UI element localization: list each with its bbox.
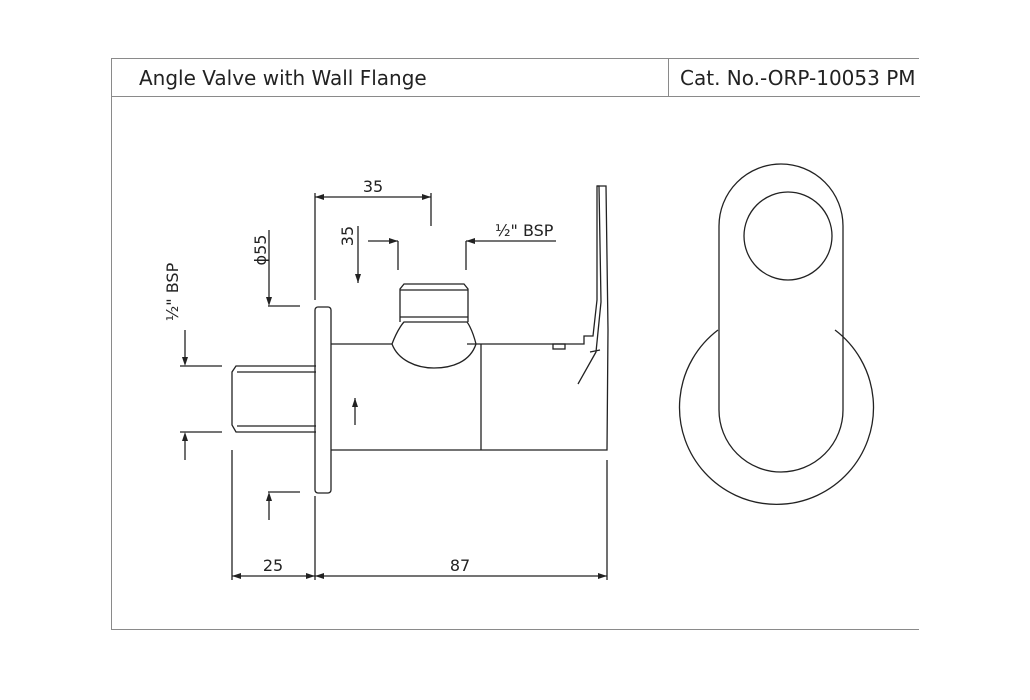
outlet-bowl — [391, 321, 477, 369]
handle-top-circle — [743, 191, 833, 281]
dimension-lines — [180, 193, 608, 580]
handle-outline — [718, 163, 844, 473]
catalog-number: Cat. No.-ORP-10053 PM — [680, 66, 916, 90]
dim-inlet-bsp: ½" BSP — [163, 262, 182, 321]
dim-top-35: 35 — [363, 177, 383, 196]
dim-outlet-bsp: ½" BSP — [495, 221, 554, 240]
valve-body — [331, 185, 609, 451]
dim-inlet-length: 25 — [263, 556, 283, 575]
front-view — [678, 163, 875, 505]
dim-flange-diameter: ϕ55 — [251, 235, 270, 266]
title-block-divider — [668, 59, 669, 96]
title-block: Angle Valve with Wall Flange Cat. No.-OR… — [112, 59, 920, 97]
inlet-thread — [231, 365, 316, 433]
handle-lever — [577, 185, 602, 385]
drawing-frame: Angle Valve with Wall Flange Cat. No.-OR… — [111, 58, 920, 630]
escutcheon — [678, 329, 875, 505]
wall-flange — [314, 306, 332, 494]
dim-body-length: 87 — [450, 556, 470, 575]
drawing-title: Angle Valve with Wall Flange — [139, 66, 427, 90]
arrowheads — [182, 194, 607, 579]
side-view — [231, 185, 609, 494]
outlet-thread — [399, 283, 469, 322]
dim-vertical-35: 35 — [338, 226, 357, 246]
